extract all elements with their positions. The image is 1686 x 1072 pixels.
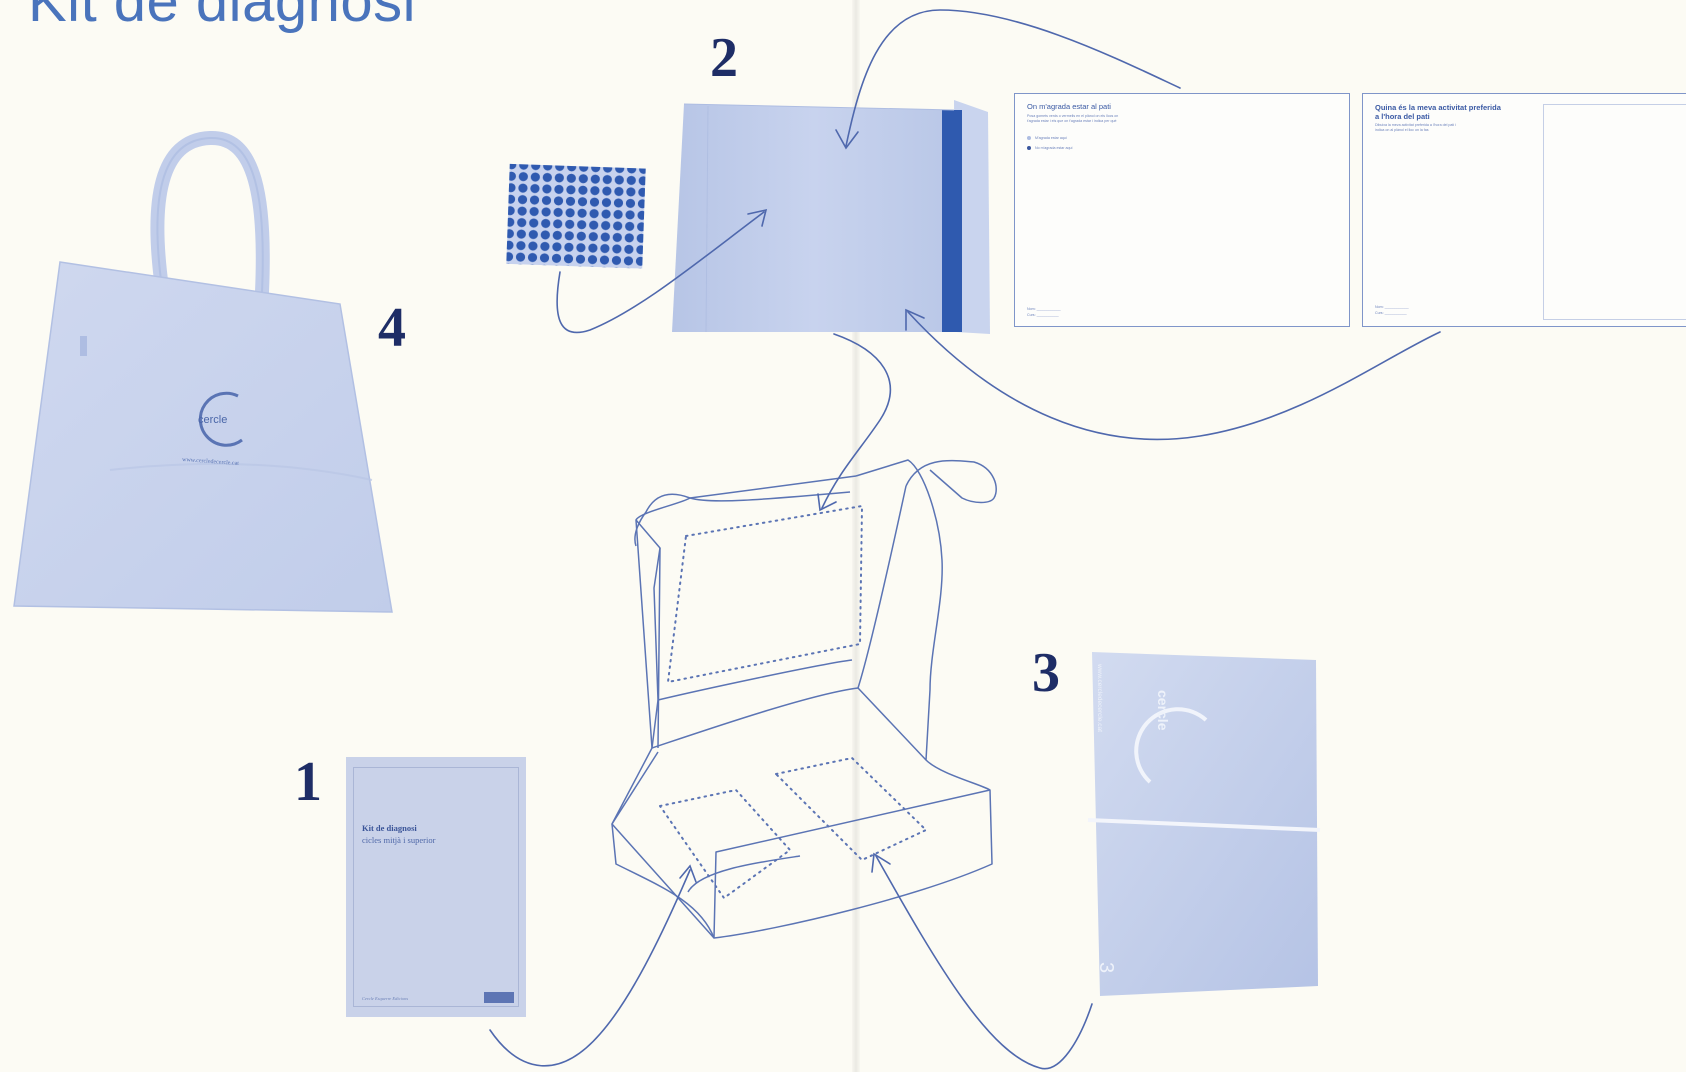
worksheet-a-instruction-2: t'agrada estar i els que on t'agrada est… (1027, 119, 1116, 123)
booklet-subtitle: cicles mitjà i superior (362, 835, 435, 845)
envelope-folder (672, 100, 990, 334)
course-field: Curs: ___________ (1375, 310, 1409, 316)
worksheet-where-i-like: On m'agrada estar al pati Posa gomets ve… (1014, 93, 1350, 327)
worksheet-b-instruction-1: Dibuixa la meva activitat preferida a l'… (1375, 123, 1456, 127)
worksheet-a-fields: Nom: ____________ Curs: ___________ (1027, 306, 1061, 318)
worksheet-a-title: On m'agrada estar al pati (1027, 102, 1111, 111)
folder-spine-text: www.cercledecercle.cat (1096, 663, 1103, 732)
diagnosis-booklet: Kit de diagnosi cicles mitjà i superior … (346, 757, 526, 1017)
booklet-footer: Cercle Esquerre Edicions (362, 996, 408, 1001)
worksheet-b-title-1: Quina és la meva activitat preferida (1375, 103, 1501, 112)
worksheet-b-title-2: a l'hora del pati (1375, 112, 1430, 121)
legend-like: M'agrada estar aquí (1027, 136, 1067, 140)
open-box-sketch (612, 460, 996, 938)
folder-logo-text: cercle (1155, 690, 1171, 731)
svg-text:3: 3 (1095, 962, 1117, 973)
legend-like-label: M'agrada estar aquí (1035, 136, 1067, 140)
tote-bag: cercle www.cercledecercle.cat (14, 138, 392, 612)
legend-dot-icon (1027, 136, 1031, 140)
worksheet-b-fields: Nom: ____________ Curs: ___________ (1375, 304, 1409, 316)
closed-folder: cercle www.cercledecercle.cat 3 (1088, 652, 1320, 996)
legend-dislike-label: No m'agrada estar aquí (1035, 146, 1072, 150)
legend-dislike: No m'agrada estar aquí (1027, 146, 1072, 150)
bag-logo-text: cercle (198, 414, 227, 426)
license-badge (484, 992, 514, 1003)
booklet-title: Kit de diagnosi (362, 823, 417, 833)
sticker-sheet (506, 164, 645, 269)
booklet-frame (353, 767, 519, 1007)
worksheet-a-instruction-1: Posa gomets verds o vermells en el plàno… (1027, 114, 1118, 118)
drawing-box (1543, 104, 1686, 320)
worksheet-favourite-activity: Quina és la meva activitat preferida a l… (1362, 93, 1686, 327)
worksheet-b-instruction-2: indica on al plànol el lloc on la fas (1375, 128, 1429, 132)
course-field: Curs: ___________ (1027, 312, 1061, 318)
legend-dot-icon (1027, 146, 1031, 150)
